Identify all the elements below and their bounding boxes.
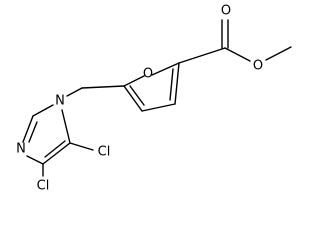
atom-label-chlorine-c5: Cl xyxy=(98,145,111,160)
bond-o1-c2 xyxy=(151,62,180,76)
bonds xyxy=(22,19,292,177)
bond-c4-c5 xyxy=(123,85,143,112)
bond-c4im-c5im-inner xyxy=(44,140,66,158)
bond-ester-o-methyl xyxy=(265,46,292,61)
atom-label-ester-oxygen: O xyxy=(253,59,263,74)
atom-label-carbonyl-oxygen: O xyxy=(221,4,231,19)
chemical-structure: O O O N N Cl Cl xyxy=(16,4,292,194)
bond-c3-c4 xyxy=(141,103,176,112)
bond-c5-o1 xyxy=(123,75,145,87)
bond-n1-c2im xyxy=(32,104,54,117)
atom-label-chlorine-c4: Cl xyxy=(37,179,50,194)
atom-label-ring-oxygen: O xyxy=(143,67,153,82)
bond-c4-c5-inner xyxy=(129,85,145,106)
bond-c2im-n3-inner xyxy=(28,121,38,143)
bond-c2-c3-inner xyxy=(169,68,174,101)
bond-c5im-cl xyxy=(69,142,94,151)
bond-c4im-c5im xyxy=(42,142,71,165)
bond-c5im-n1 xyxy=(61,109,71,144)
bond-c2-c3 xyxy=(174,62,180,105)
bond-c5-ch2 xyxy=(81,85,125,89)
bond-carbonyl-ester-o xyxy=(224,47,251,62)
bond-c2im-n3 xyxy=(22,115,34,143)
atom-label-imidazole-n3: N xyxy=(16,142,26,157)
bond-n3-c4im xyxy=(26,155,44,165)
bond-ch2-n1 xyxy=(66,87,83,97)
atom-labels: O O O N N Cl Cl xyxy=(16,4,263,194)
atom-label-imidazole-n1: N xyxy=(55,94,65,109)
bond-c2-carbonyl xyxy=(178,47,226,64)
